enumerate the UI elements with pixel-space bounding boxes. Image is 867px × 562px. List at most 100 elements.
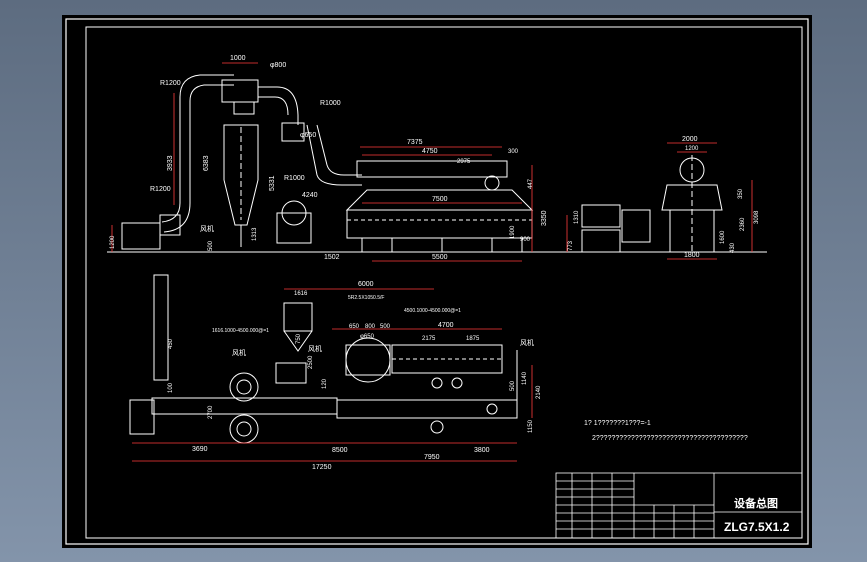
dim-r1000-top: R1000	[320, 100, 341, 107]
top-duct	[356, 160, 508, 178]
label-fan-elevation: 风机	[200, 224, 214, 233]
dim-side-2360: 2360	[740, 217, 746, 231]
dim-plan-2700: 2700	[208, 405, 214, 419]
dim-650: φ650	[300, 132, 316, 139]
plan-valve-1	[431, 377, 443, 389]
dim-r1200-mid: R1200	[150, 186, 171, 193]
title-block	[555, 472, 803, 539]
dim-plan-1150: 1150	[528, 419, 534, 433]
dim-4240: 4240	[302, 192, 318, 199]
outlet-duct-b	[258, 96, 289, 116]
rising-duct-inner	[316, 124, 362, 176]
dim-side-1310: 1310	[574, 210, 580, 224]
dim-plan-650: 650	[349, 324, 360, 330]
dim-1313: 1313	[252, 227, 258, 241]
drawing-canvas: 1000 φ800 R1200 3933 6383 R1200 R1000 φ6…	[65, 18, 809, 545]
plan-valve-3	[430, 420, 444, 434]
dim-plan-800: 800	[365, 324, 376, 330]
dim-plan-120: 120	[322, 378, 328, 389]
dim-500: 500	[208, 240, 214, 251]
plan-duct-right	[336, 399, 518, 419]
dim-5500: 5500	[432, 254, 448, 261]
label-fan-plan-right: 风机	[520, 338, 534, 347]
dim-plan-1616: 1616	[294, 291, 308, 297]
label-fan-plan-mid: 风机	[308, 344, 322, 353]
dim-side-350: 350	[738, 188, 744, 199]
dim-side-430: 430	[730, 242, 736, 253]
dim-plan-1140: 1140	[522, 371, 528, 385]
dim-1502: 1502	[324, 254, 340, 261]
plan-fan-circle-top	[229, 372, 259, 402]
dim-side-1200: 1200	[685, 146, 699, 152]
dim-300: 300	[508, 149, 519, 155]
plan-cyclone-cone	[283, 330, 313, 352]
elbow-lower-inner	[163, 202, 191, 233]
side-view	[562, 142, 767, 260]
plan-dims	[132, 288, 533, 462]
label-fan-plan-left: 风机	[232, 348, 246, 357]
dim-3350: 3350	[541, 210, 548, 226]
fan-mid-box	[276, 212, 312, 244]
dim-plan-8500: 8500	[332, 447, 348, 454]
dim-r1200-top: R1200	[160, 80, 181, 87]
plan-duct-left	[151, 397, 338, 415]
title-block-code: ZLG7.5X1.2	[724, 520, 790, 534]
plan-vertical-duct	[153, 274, 169, 381]
dim-4750: 4750	[422, 148, 438, 155]
plan-view	[129, 274, 533, 462]
dim-1900: 1900	[510, 225, 516, 239]
plan-fan-circle-bottom	[229, 414, 259, 444]
outlet-box	[281, 122, 305, 142]
dim-plan-3800: 3800	[474, 447, 490, 454]
plan-fan-mid	[275, 362, 307, 384]
dim-plan-2500: 2500	[308, 355, 314, 369]
fan-mid-circle	[281, 200, 307, 226]
plan-valve-2	[451, 377, 463, 389]
cyclone-head	[221, 79, 259, 103]
dim-6383: 6383	[203, 155, 210, 171]
dim-side-773: 773	[568, 240, 574, 251]
side-fan-motor	[621, 209, 651, 243]
dim-plan-1875: 1875	[466, 336, 480, 342]
dim-5331: 5331	[269, 175, 276, 191]
elevation-dims	[111, 62, 533, 262]
cyclone-neck	[233, 101, 255, 115]
dim-1000: 1000	[230, 55, 246, 62]
dim-plan-450: 450	[168, 338, 174, 349]
drawing-sheet: 1000 φ800 R1200 3933 6383 R1200 R1000 φ6…	[62, 15, 812, 548]
side-hood	[661, 184, 723, 211]
dim-800: φ800	[270, 62, 286, 69]
dim-plan-5r: 5R2.5X1050.5/F	[348, 295, 384, 301]
dim-447: 447	[528, 178, 534, 189]
top-fan-circle	[484, 175, 500, 191]
dim-7500: 7500	[432, 196, 448, 203]
plan-cyclone-top	[283, 302, 313, 332]
dim-plan-2175: 2175	[422, 336, 436, 342]
dim-plan-650b: φ650	[360, 334, 375, 340]
duct-left-outer	[179, 74, 234, 203]
title-block-frame	[555, 472, 803, 539]
dim-plan-17250: 17250	[312, 464, 332, 471]
dim-plan-7950: 7950	[424, 454, 440, 461]
plan-fan-circle-top-inner	[236, 379, 252, 395]
cyclone-body	[223, 124, 259, 226]
frame-inner	[85, 26, 803, 539]
plan-central-box	[345, 344, 391, 376]
fan-left-inlet	[159, 214, 181, 236]
plan-fan-circle-bottom-inner	[236, 421, 252, 437]
dim-plan-2140: 2140	[536, 385, 542, 399]
dim-900: 900	[520, 237, 531, 243]
dim-plan-3690: 3690	[192, 446, 208, 453]
note-plan-b: 4500.1000-4500.000@=1	[404, 308, 461, 314]
dim-plan-750: 750	[296, 333, 302, 344]
dim-side-1600: 1600	[720, 230, 726, 244]
dim-plan-4700: 4700	[438, 322, 454, 329]
dim-7375: 7375	[407, 139, 423, 146]
dim-side-2000: 2000	[682, 136, 698, 143]
dim-plan-100: 100	[168, 382, 174, 393]
plan-valve-4	[486, 403, 498, 415]
side-fan-box-top	[581, 204, 621, 228]
dim-side-3098: 3098	[754, 210, 760, 224]
dryer-bed	[346, 209, 533, 239]
